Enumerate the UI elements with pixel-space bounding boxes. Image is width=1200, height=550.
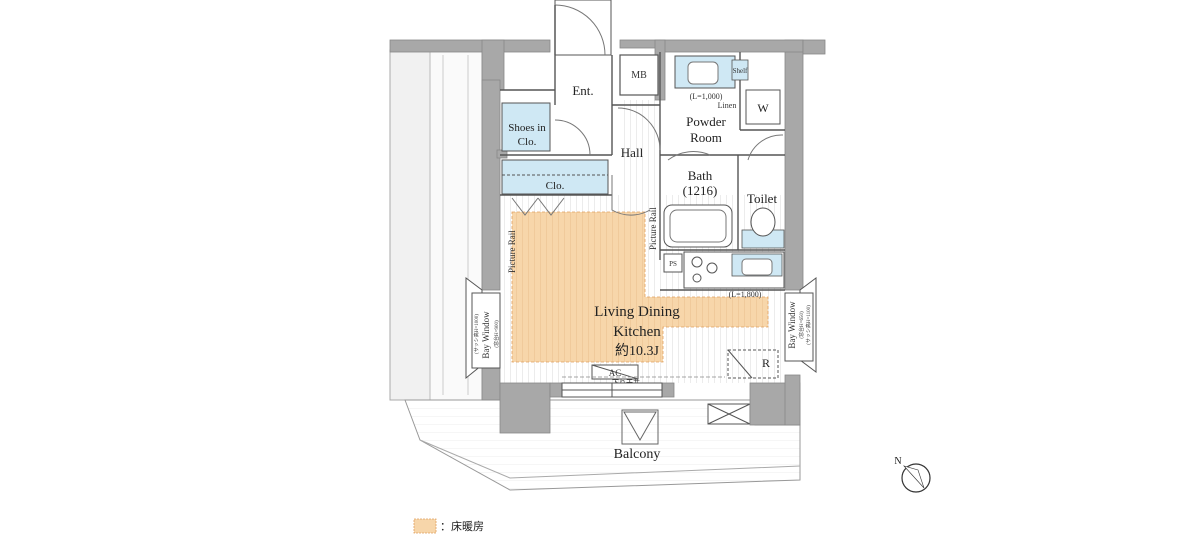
windows xyxy=(561,382,663,398)
ac-label: AC xyxy=(609,368,622,378)
bay-window-left-dims: (窓台H=900) xyxy=(493,320,500,348)
bath-label-1: Bath xyxy=(688,168,713,183)
bathtub xyxy=(663,204,733,248)
refrigerator xyxy=(727,349,779,379)
balcony: Balcony xyxy=(404,399,801,491)
powder-room-label-1: Powder xyxy=(686,114,726,129)
washer xyxy=(745,89,781,125)
bay-window-left: Bay Window (窓台H=900) (サッシ高H=1000) xyxy=(465,277,501,380)
balcony-label: Balcony xyxy=(614,447,661,462)
ps-box xyxy=(663,253,683,273)
linen-label: Linen xyxy=(718,101,737,110)
left-void-area xyxy=(389,49,483,401)
legend-floor-heating-swatch xyxy=(413,518,437,534)
bath-door-swing xyxy=(667,151,711,161)
entrance-label: Ent. xyxy=(572,83,593,98)
walls xyxy=(389,39,826,434)
powder-door-swing xyxy=(617,107,661,151)
powder-room-label-2: Room xyxy=(690,130,722,145)
refrigerator-label: R xyxy=(762,356,770,370)
bay-window-right-label: Bay Window xyxy=(787,301,797,349)
toilet-bowl xyxy=(750,207,776,237)
bay-window-right-dims: (窓台H=650) xyxy=(798,311,805,339)
vanity-width-label: (L=1,000) xyxy=(690,92,723,101)
closet xyxy=(501,159,609,195)
mb-box xyxy=(619,54,659,96)
toilet-door-swing xyxy=(747,134,784,161)
bay-window-left-label: Bay Window xyxy=(481,311,491,359)
stove-burner-2 xyxy=(706,262,718,274)
shelf-label: Shelf xyxy=(733,67,748,75)
shoes-closet-label-2: Clo. xyxy=(518,136,537,148)
bay-window-left-dims2: (サッシ高H=1000) xyxy=(473,314,480,354)
stove-burner-3 xyxy=(692,273,702,283)
stove-burner-1 xyxy=(691,256,703,268)
compass-north-label: N xyxy=(894,456,901,467)
ldk-label-1: Living Dining xyxy=(594,304,680,320)
washer-label: W xyxy=(757,101,769,115)
vanity-sink xyxy=(687,61,719,85)
bay-window-right: Bay Window (窓台H=650) (サッシ高H=1100) xyxy=(784,277,817,373)
bath-label-2: (1216) xyxy=(683,183,718,198)
toilet-label: Toilet xyxy=(747,191,778,206)
kitchen-sink xyxy=(741,258,773,276)
legend-floor-heating-label: ：床暖房 xyxy=(440,519,484,533)
floor-heating-area xyxy=(511,211,769,363)
shoes-closet-label-1: Shoes in xyxy=(508,122,546,134)
bay-window-right-dims2: (サッシ高H=1100) xyxy=(805,305,812,345)
hall-label: Hall xyxy=(621,145,644,160)
picture-rail-left: Picture Rail xyxy=(507,230,517,273)
entrance-door[interactable] xyxy=(554,0,612,56)
shelf xyxy=(731,59,749,81)
ldk-door-swing xyxy=(611,175,651,216)
ldk-area-label: 約10.3J xyxy=(615,343,659,359)
closet-label: Clo. xyxy=(546,180,565,192)
partitions xyxy=(500,52,785,291)
ps-label: PS xyxy=(669,260,677,268)
closet-doors xyxy=(511,197,565,216)
hall-door-swing xyxy=(554,119,591,156)
shoes-closet xyxy=(501,102,551,152)
balcony-hatch-marker xyxy=(623,411,657,442)
ldk-label-2: Kitchen xyxy=(613,324,661,340)
mb-label: MB xyxy=(631,70,647,81)
compass: N xyxy=(894,456,931,493)
picture-rail-right: Picture Rail xyxy=(648,207,658,250)
kitchen-width-label: (L=1,800) xyxy=(729,290,762,299)
legend: ：床暖房 xyxy=(413,518,484,534)
